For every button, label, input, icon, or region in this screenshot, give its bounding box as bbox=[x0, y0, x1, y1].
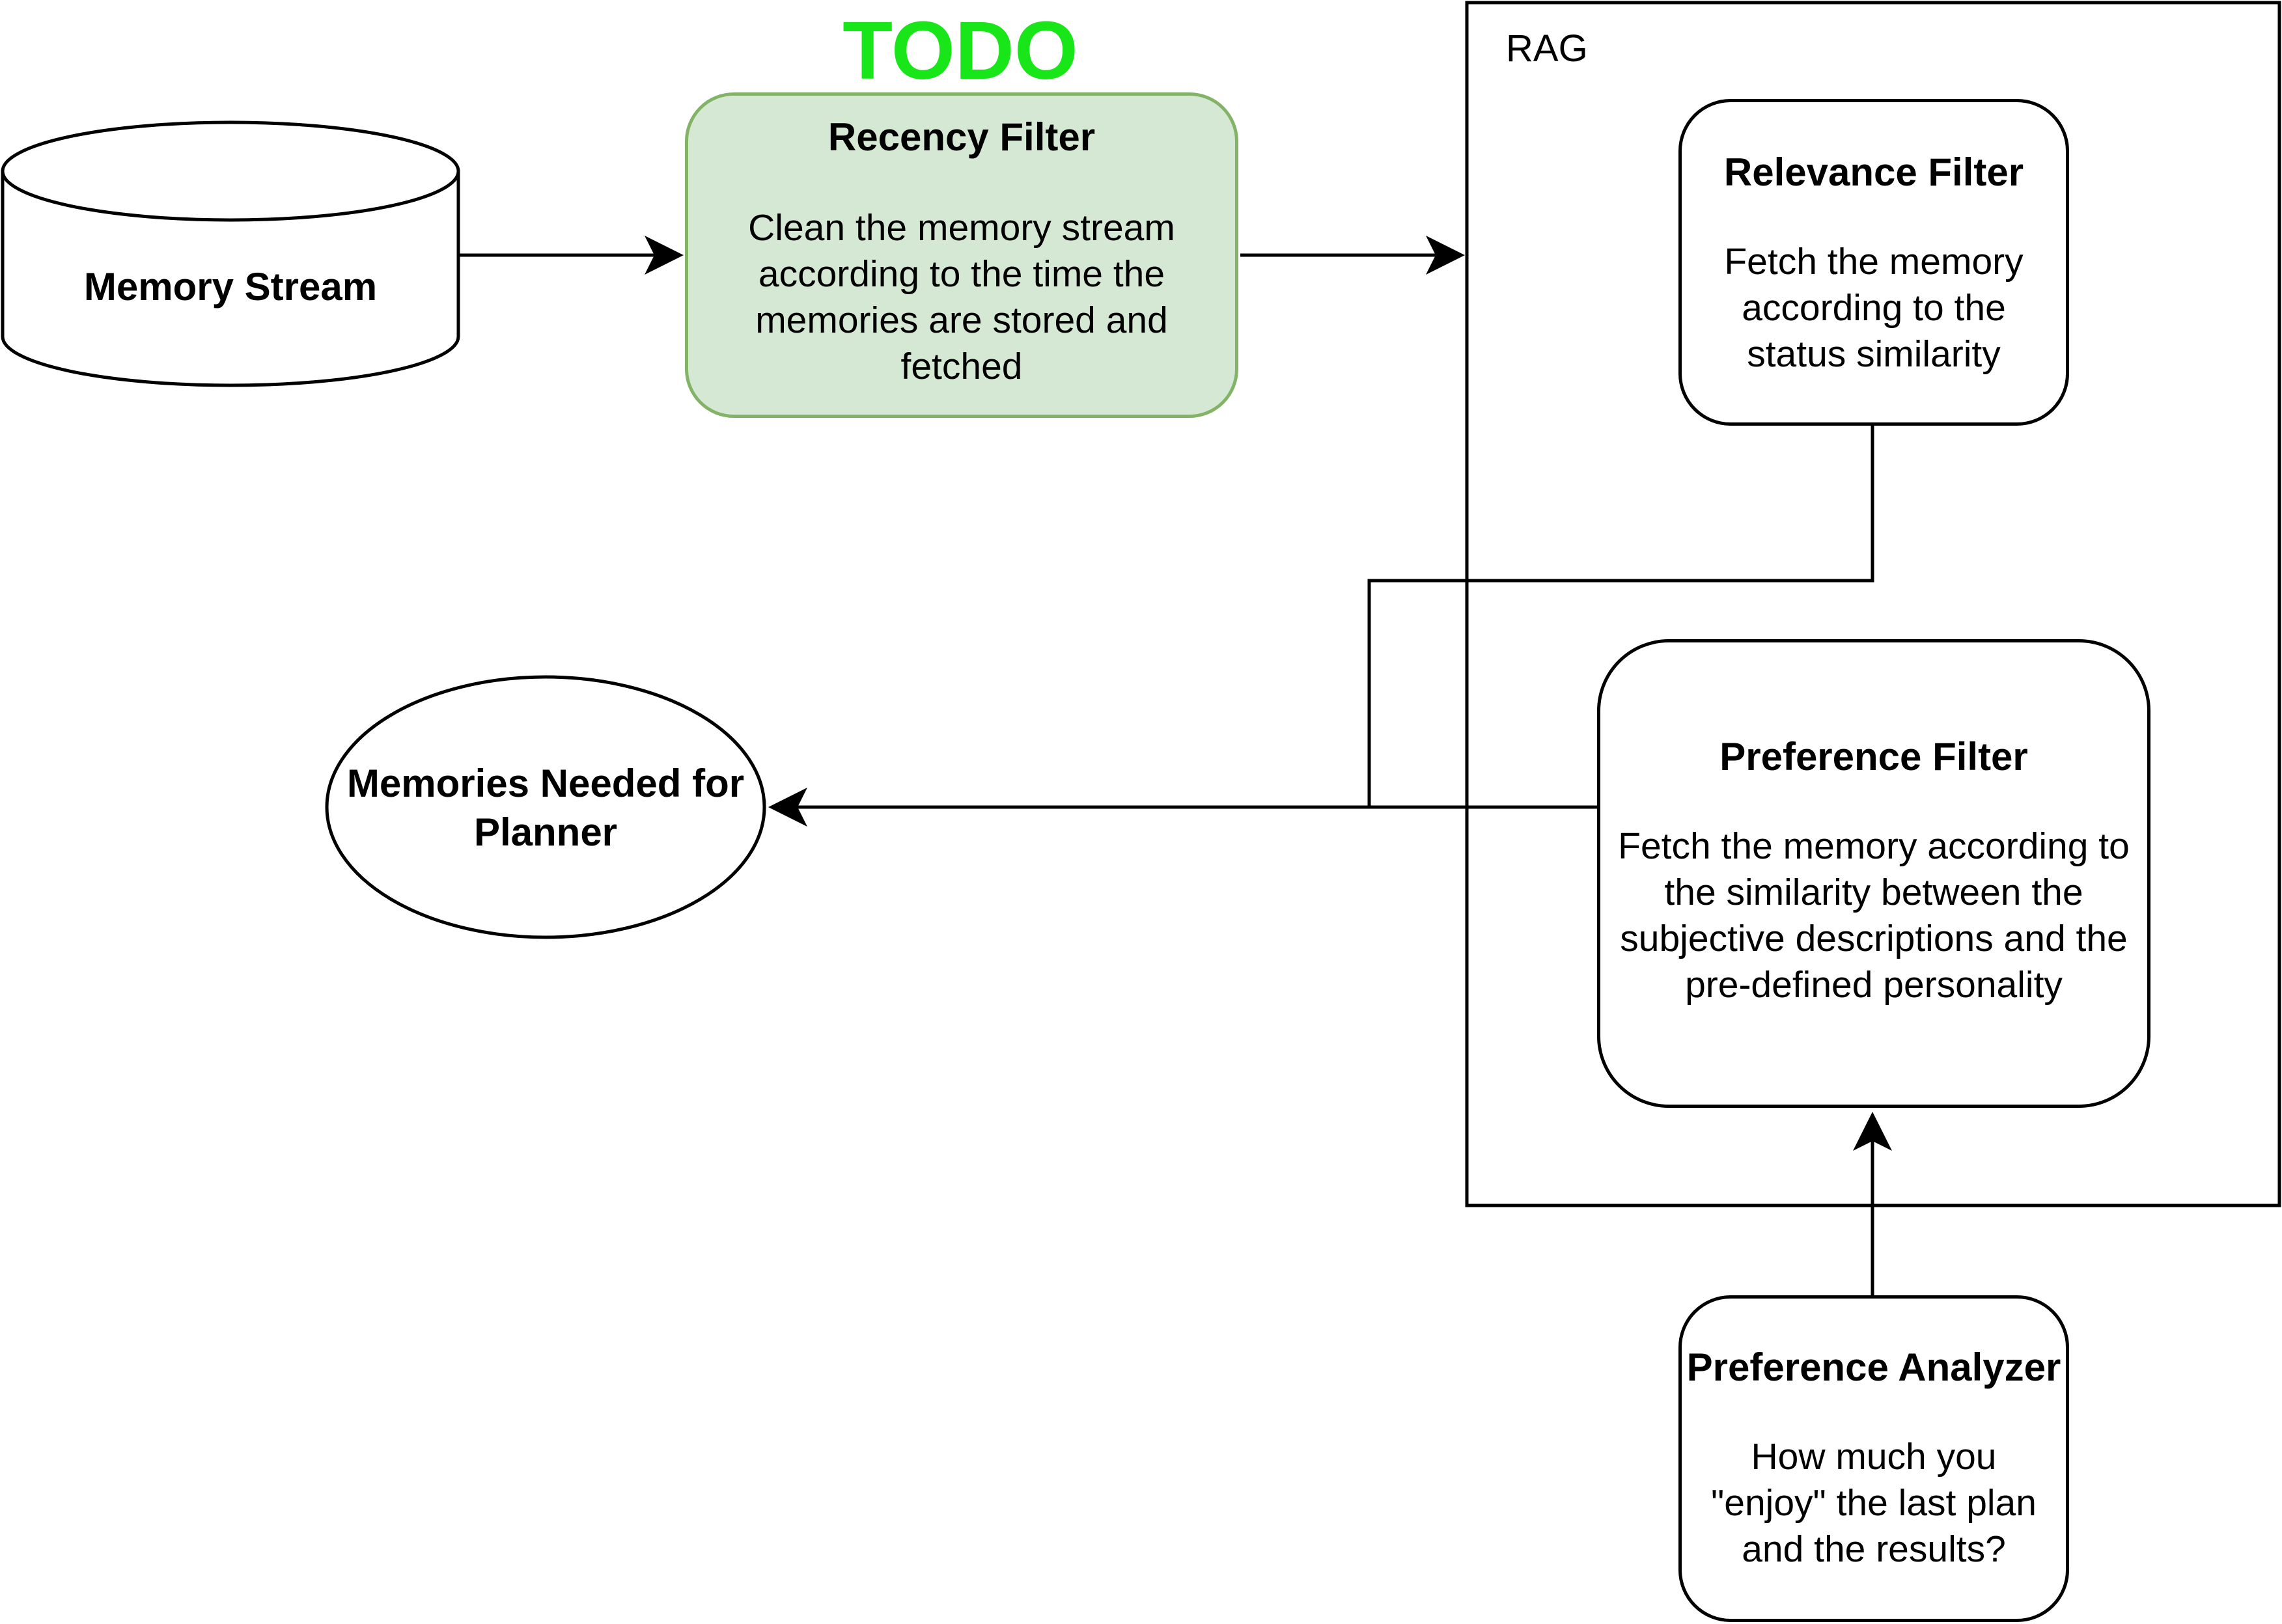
preference-analyzer-title: Preference Analyzer bbox=[1686, 1345, 2061, 1389]
edge-relevance-to-junction bbox=[1367, 426, 1874, 807]
preference-filter-node: Preference Filter Fetch the memory accor… bbox=[1597, 639, 2150, 1108]
preference-filter-title: Preference Filter bbox=[1719, 735, 2028, 778]
preference-analyzer-node: Preference Analyzer How much you "enjoy"… bbox=[1678, 1295, 2069, 1622]
memory-stream-title: Memory Stream bbox=[83, 265, 378, 309]
memories-needed-ellipse bbox=[325, 675, 766, 939]
memory-stream-cylinder bbox=[1, 120, 460, 387]
relevance-filter-title: Relevance Filter bbox=[1723, 150, 2024, 194]
rag-label: RAG bbox=[1506, 27, 1588, 70]
memory-stream-node: Memory Stream bbox=[3, 264, 458, 310]
recency-filter-node: Recency Filter Clean the memory stream a… bbox=[685, 92, 1238, 418]
preference-filter-description: Fetch the memory according to the simila… bbox=[1618, 825, 2130, 1006]
relevance-filter-node: Relevance Filter Fetch the memory accord… bbox=[1678, 99, 2069, 426]
memories-needed-title: Memories Needed for Planner bbox=[346, 762, 745, 854]
recency-filter-title: Recency Filter bbox=[828, 115, 1096, 159]
todo-label: TODO bbox=[842, 5, 1078, 96]
recency-filter-description: Clean the memory stream according to the… bbox=[748, 207, 1175, 387]
relevance-filter-description: Fetch the memory according to the status… bbox=[1724, 241, 2024, 375]
preference-analyzer-description: How much you "enjoy" the last plan and t… bbox=[1711, 1436, 2037, 1570]
memories-needed-node: Memories Needed for Planner bbox=[339, 759, 753, 857]
